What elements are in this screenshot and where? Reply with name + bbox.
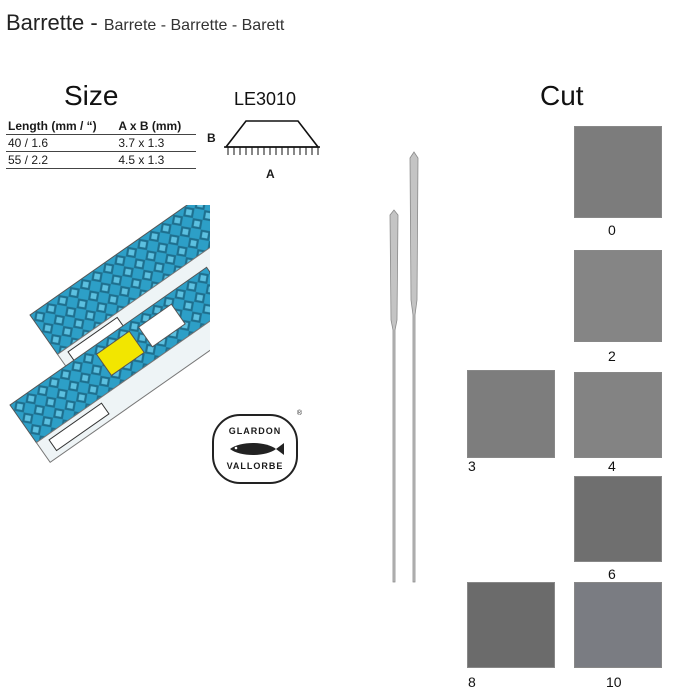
- cut-label: 8: [468, 674, 476, 690]
- cut-swatch: [574, 582, 662, 668]
- size-col-length: Length (mm / “): [6, 118, 117, 135]
- page-title: Barrette - Barrete - Barrette - Barett: [6, 10, 284, 36]
- title-main: Barrette -: [6, 10, 104, 35]
- size-table-header-row: Length (mm / “) A x B (mm): [6, 118, 196, 135]
- cut-label: 2: [608, 348, 616, 364]
- barrette-profile-diagram: [224, 120, 320, 155]
- size-cell: 4.5 x 1.3: [116, 151, 196, 169]
- table-row: 55 / 2.2 4.5 x 1.3: [6, 151, 196, 169]
- needle-files-image: [389, 151, 419, 583]
- cut-swatch: [467, 370, 555, 458]
- title-translations: Barrete - Barrette - Barett: [103, 17, 285, 34]
- product-boxes-image: [9, 205, 210, 464]
- cut-heading: Cut: [540, 80, 584, 111]
- size-cell: 55 / 2.2: [6, 151, 117, 169]
- table-row: 40 / 1.6 3.7 x 1.3: [6, 134, 196, 152]
- size-table: Length (mm / “) A x B (mm) 40 / 1.6 3.7 …: [6, 118, 196, 169]
- cut-swatch: [574, 476, 662, 562]
- size-cell: 40 / 1.6: [6, 134, 117, 152]
- cut-label: 0: [608, 222, 616, 238]
- cut-swatch: [574, 126, 662, 218]
- cut-label: 6: [608, 566, 616, 582]
- size-col-dimensions: A x B (mm): [116, 118, 196, 135]
- profile-code: LE3010: [234, 89, 297, 109]
- size-cell: 3.7 x 1.3: [116, 134, 196, 152]
- logo-line1: GLARDON: [228, 426, 282, 436]
- cut-label: 3: [468, 458, 476, 474]
- fish-icon: [230, 443, 284, 455]
- cut-swatch: [467, 582, 555, 668]
- size-heading: Size: [64, 80, 119, 111]
- cut-label: 4: [608, 458, 616, 474]
- cut-swatch: [574, 250, 662, 342]
- profile-label-b: B: [207, 131, 216, 145]
- logo-line2: VALLORBE: [226, 461, 284, 471]
- glardon-vallorbe-logo: GLARDON VALLORBE ®: [212, 410, 302, 484]
- cut-label: 10: [606, 674, 622, 690]
- registered-mark: ®: [296, 410, 302, 417]
- cut-swatch: [574, 372, 662, 458]
- profile-label-a: A: [266, 167, 275, 181]
